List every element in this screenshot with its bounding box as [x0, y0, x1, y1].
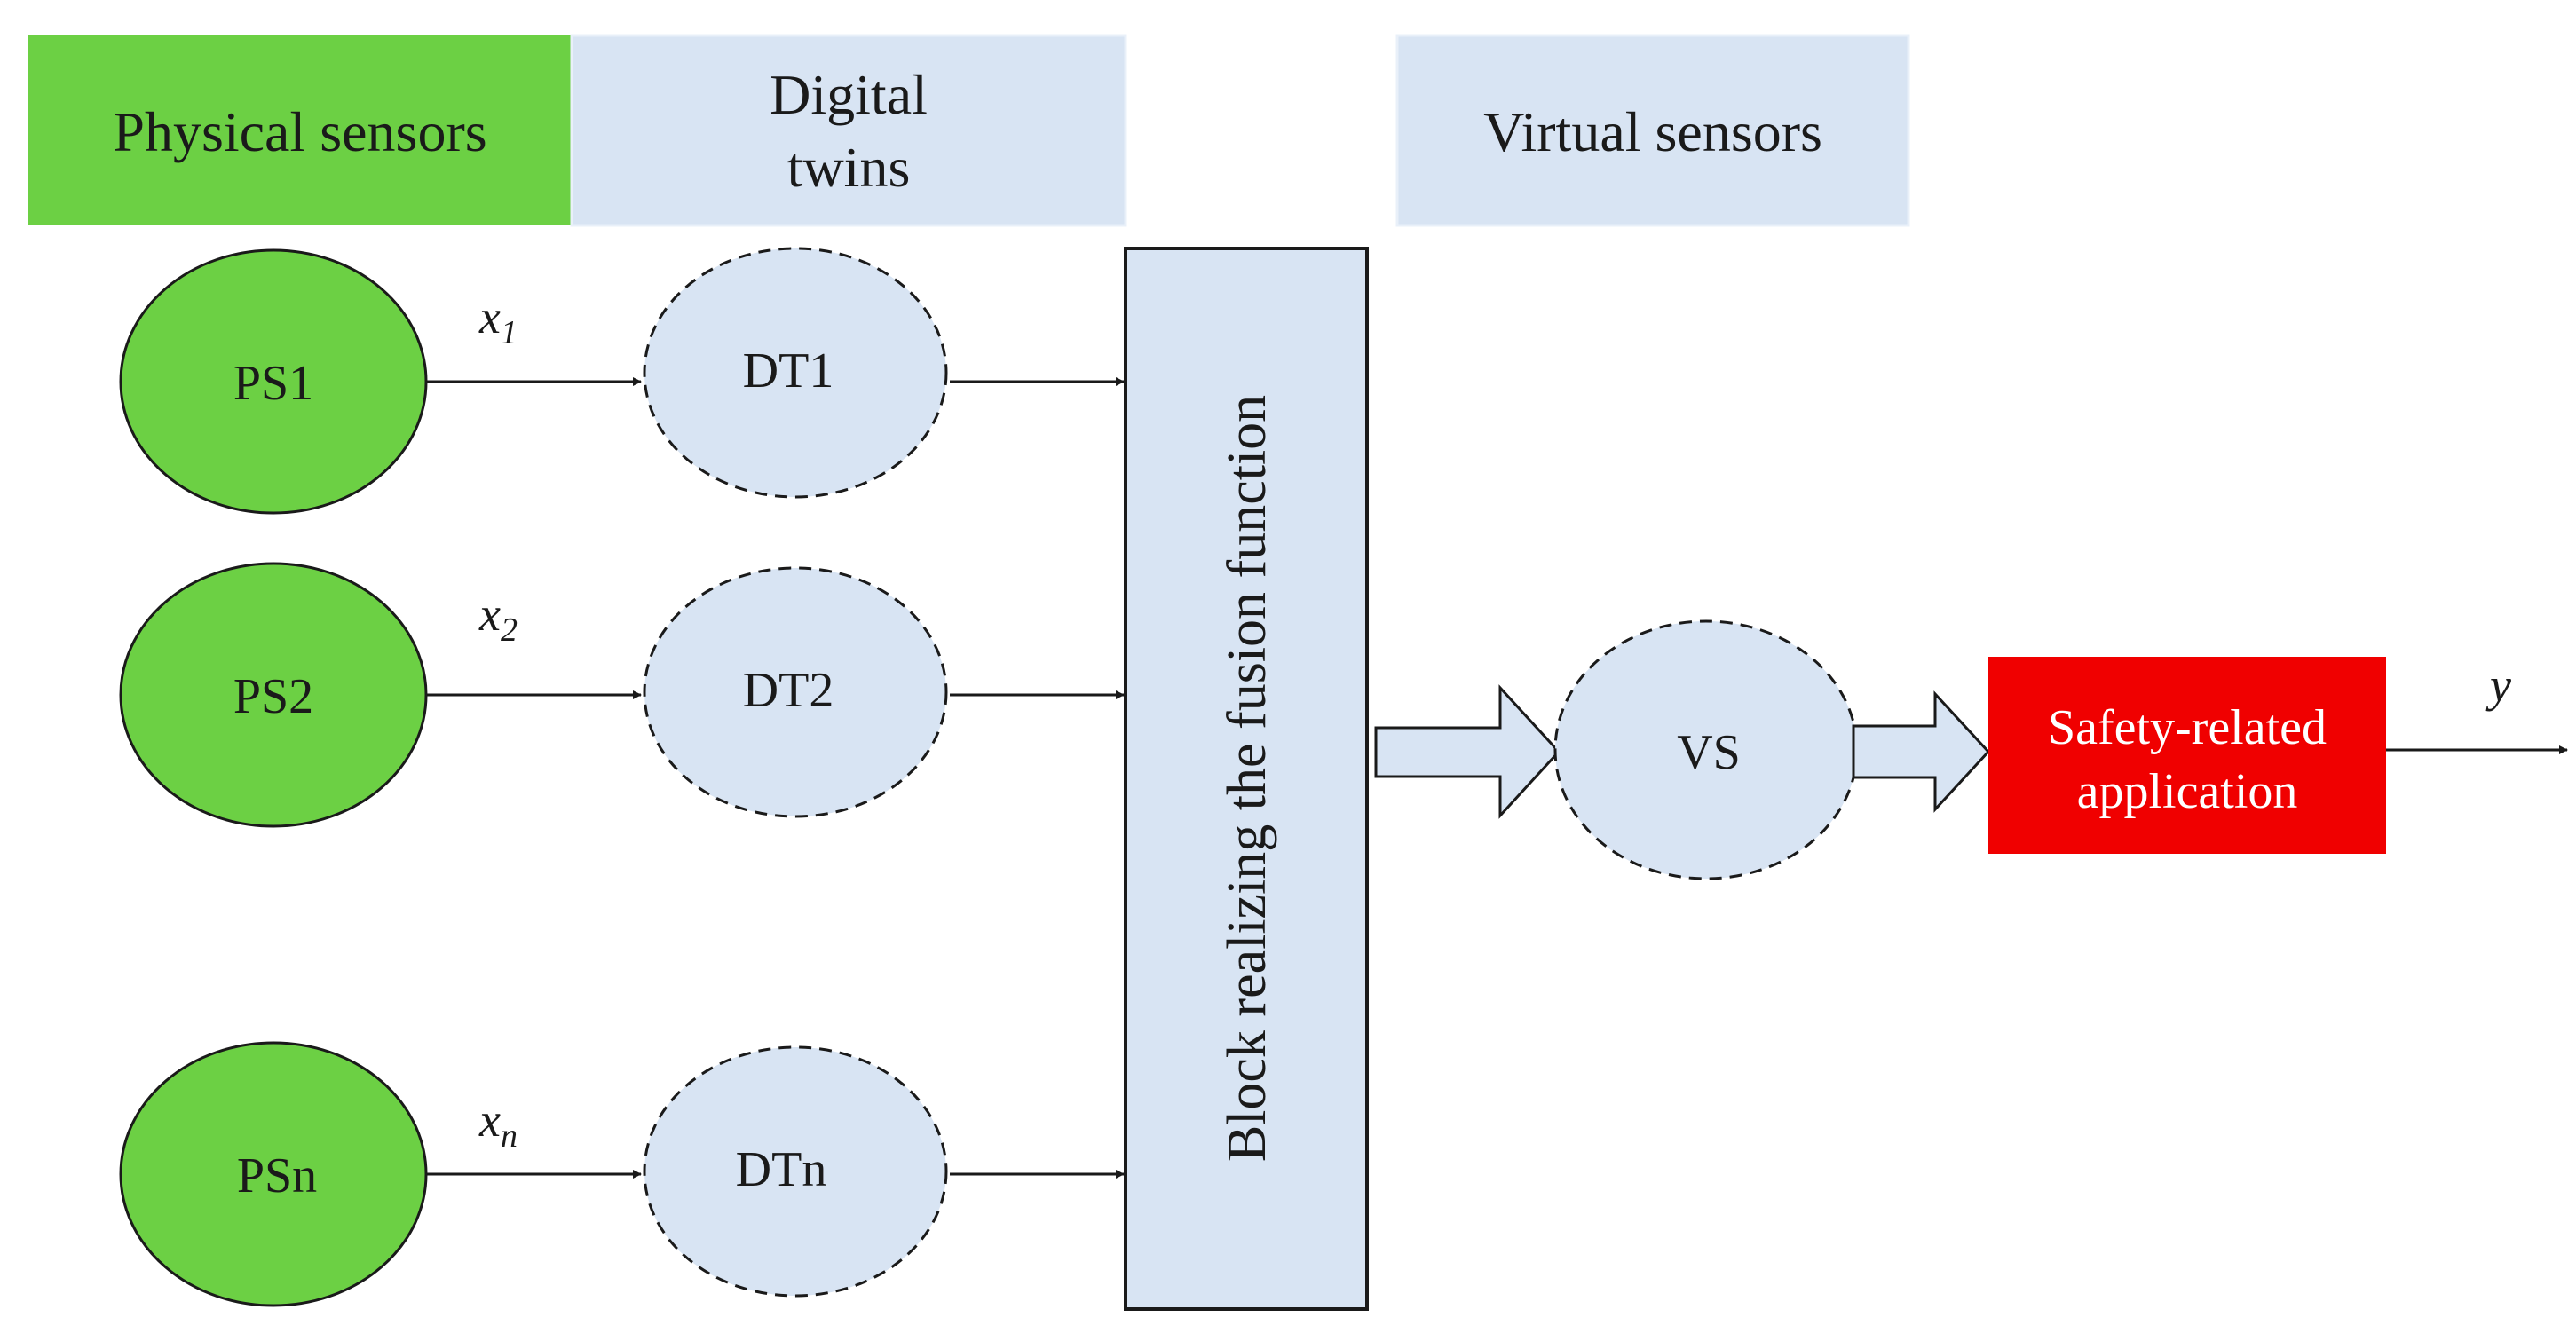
output-label: y [2485, 659, 2511, 712]
virtual-sensors-header-label: Virtual sensors [1483, 100, 1822, 163]
safety-application-box [1988, 657, 2386, 854]
digital-twins-header-line1: Digital [770, 63, 928, 126]
digital-twins-header [570, 34, 1127, 227]
safety-application-line2: application [2077, 764, 2298, 819]
virtual-sensors-header [1395, 34, 1910, 227]
physical-sensors-header-label: Physical sensors [113, 100, 486, 163]
digital-twin-2 [643, 566, 948, 818]
physical-sensor-1-label: PS1 [233, 356, 313, 411]
signal-label-2: x2 [478, 588, 518, 649]
virtual-sensor-label: VS [1677, 725, 1741, 780]
fusion-to-vs-arrow [1374, 684, 1561, 819]
fusion-block-label: Block realizing the fusion function [1217, 395, 1277, 1162]
physical-sensor-n-label: PSn [237, 1148, 317, 1203]
physical-sensors-header [28, 35, 572, 225]
physical-sensor-2-label: PS2 [233, 669, 313, 724]
fusion-block [1124, 247, 1369, 1311]
signal-label-n: xn [478, 1093, 518, 1155]
digital-twins-header-line2: twins [787, 136, 911, 199]
digital-twin-2-label: DT2 [743, 663, 834, 718]
digital-twin-1 [643, 247, 948, 499]
safety-application-line1: Safety-related [2048, 700, 2327, 755]
signal-label-1: x1 [478, 290, 518, 351]
digital-twin-n [643, 1045, 948, 1298]
digital-twin-1-label: DT1 [743, 343, 834, 398]
digital-twin-n-label: DTn [736, 1142, 827, 1197]
vs-to-application-arrow [1852, 690, 1991, 813]
